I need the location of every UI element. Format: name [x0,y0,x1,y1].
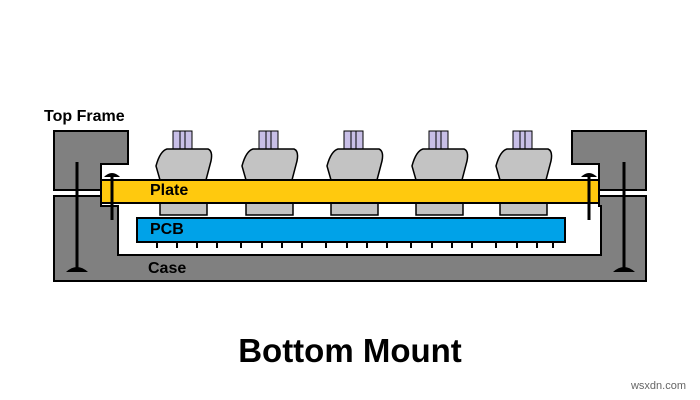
watermark: wsxdn.com [630,380,686,392]
keycap-2 [241,130,299,216]
pcb [136,217,566,243]
screw-inner-left [104,173,120,220]
switch-stem [343,130,364,150]
switch-stem [428,130,449,150]
case [53,195,647,282]
case-label: Case [148,260,187,277]
pcb-pins [156,242,554,248]
screw-outer-right [613,162,635,272]
switch-stem [258,130,279,150]
top-frame-left [53,130,129,191]
screw-inner-right [581,173,597,220]
switch-stem [512,130,533,150]
keycap-4 [411,130,469,216]
plate [100,179,600,204]
pcb-label: PCB [150,221,184,238]
diagram-caption: Bottom Mount [238,332,462,369]
switch-stem [172,130,193,150]
top-frame-label: Top Frame [44,108,125,125]
screw-outer-left [66,162,88,272]
plate-label: Plate [150,182,189,199]
